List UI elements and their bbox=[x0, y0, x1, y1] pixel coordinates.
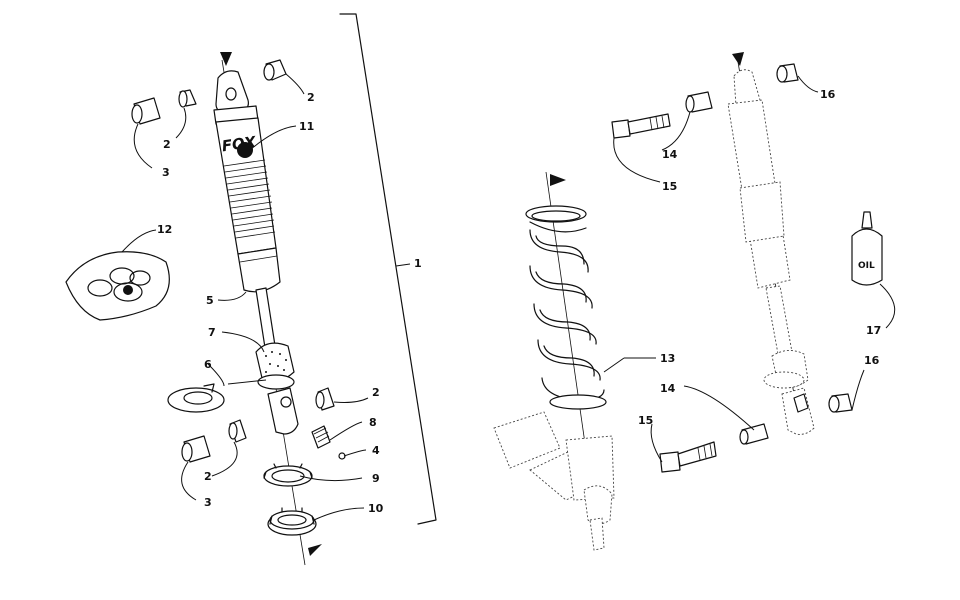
decal-sheet bbox=[65, 251, 170, 321]
callout-5: 5 bbox=[206, 294, 214, 307]
leader-lines-left bbox=[121, 73, 369, 521]
bolt-lower bbox=[659, 441, 717, 473]
sleeve-top-right bbox=[685, 91, 713, 113]
callout-7: 7 bbox=[208, 326, 216, 339]
callout-10: 10 bbox=[368, 502, 384, 515]
brand-logo-disc bbox=[237, 142, 253, 158]
callout-8: 8 bbox=[369, 416, 377, 429]
pointer-arrow-right-top bbox=[732, 52, 744, 66]
callout-17: 17 bbox=[866, 324, 881, 337]
callout-16-lower: 16 bbox=[864, 354, 880, 367]
lower-eyelet-hole bbox=[280, 396, 292, 408]
bushing-top-left bbox=[178, 89, 197, 108]
spring-retainer bbox=[167, 387, 225, 413]
callout-3-upper: 3 bbox=[162, 166, 170, 179]
callout-3-lower: 3 bbox=[204, 496, 212, 509]
callout-16-top: 16 bbox=[820, 88, 836, 101]
retainer-inner bbox=[183, 391, 213, 405]
shock-ribs bbox=[223, 159, 276, 239]
lock-ring bbox=[263, 463, 313, 487]
right-shock-shaft bbox=[765, 285, 793, 355]
callout-14-top: 14 bbox=[662, 148, 678, 161]
callout-13: 13 bbox=[660, 352, 675, 365]
bushing-lower-right bbox=[315, 387, 335, 411]
callout-15-top: 15 bbox=[662, 180, 677, 193]
shock-lower-eyelet bbox=[267, 387, 299, 435]
oil-bottle-label: OIL bbox=[858, 261, 875, 271]
eyelet-hole bbox=[225, 87, 237, 101]
right-adjuster-knob bbox=[793, 393, 809, 413]
adjuster-knob bbox=[311, 425, 331, 449]
spanner-nut bbox=[267, 507, 317, 536]
callout-4: 4 bbox=[372, 444, 380, 457]
oil-bottle: OIL bbox=[851, 211, 883, 286]
a-arm-dashed bbox=[493, 411, 615, 551]
right-shock-spring-section bbox=[739, 181, 785, 243]
shock-assembly-left: FOX bbox=[65, 13, 437, 566]
flange-nut-lower bbox=[828, 393, 853, 413]
callout-12: 12 bbox=[157, 223, 172, 236]
callout-6: 6 bbox=[204, 358, 212, 371]
bolt-top bbox=[611, 113, 671, 139]
bushing-lower-left bbox=[228, 419, 247, 443]
callout-14-lower: 14 bbox=[660, 382, 676, 395]
spring-assembly: 13 bbox=[493, 171, 675, 551]
callout-2-top: 2 bbox=[307, 91, 315, 104]
leader-lines-right bbox=[613, 75, 896, 463]
coil-spring bbox=[525, 205, 607, 410]
callout-2-lower-left: 2 bbox=[204, 470, 212, 483]
shock-lower-body bbox=[237, 247, 281, 293]
pointer-arrow-spring bbox=[550, 174, 566, 186]
right-shock-collar bbox=[763, 371, 805, 389]
callout-9: 9 bbox=[372, 472, 380, 485]
shaft-collar bbox=[257, 374, 295, 390]
bushing-top-right bbox=[263, 59, 287, 81]
leader-13 bbox=[603, 357, 625, 373]
retainer-slot bbox=[203, 383, 215, 393]
sleeve-lower-right bbox=[739, 423, 769, 445]
sleeve-top-left bbox=[131, 97, 161, 125]
sleeve-lower-left bbox=[181, 435, 211, 463]
callout-15-lower: 15 bbox=[638, 414, 653, 427]
pointer-arrow-bottom bbox=[308, 544, 322, 556]
assembly-bracket bbox=[339, 13, 437, 525]
shock-assembly-right: OIL 16 14 15 16 14 15 17 bbox=[611, 52, 896, 473]
callout-2-mid-right: 2 bbox=[372, 386, 380, 399]
callout-1: 1 bbox=[414, 257, 422, 270]
flange-nut-top bbox=[776, 63, 799, 83]
callout-2-upper-left: 2 bbox=[163, 138, 171, 151]
callout-11: 11 bbox=[299, 120, 314, 133]
leader-1 bbox=[395, 263, 411, 267]
pointer-arrow-top bbox=[220, 52, 232, 66]
